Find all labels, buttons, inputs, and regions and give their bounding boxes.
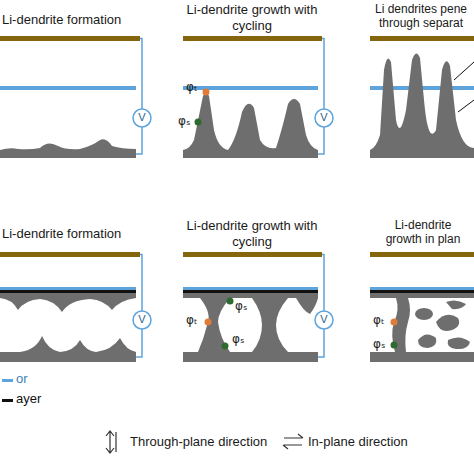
potential-label: φₜ	[186, 80, 197, 94]
interlayer	[183, 290, 318, 293]
voltmeter-label: V	[136, 313, 148, 326]
separator	[183, 287, 318, 290]
panel-title: Li-dendrite growth in plan	[375, 218, 471, 247]
lithium-anode	[183, 352, 318, 362]
circuit-wire	[136, 255, 142, 358]
legend-text: In-plane direction	[308, 434, 408, 450]
potential-label: φₛ	[235, 299, 247, 313]
cathode-bar	[370, 252, 474, 257]
in-plane-arrow	[283, 434, 303, 449]
lithium-dendrite	[370, 53, 474, 158]
circuit-wire	[318, 255, 324, 358]
separator	[370, 287, 474, 290]
potential-label: φₛ	[373, 337, 385, 351]
tip-potential-dot	[205, 319, 212, 326]
tip-potential-dot	[203, 89, 210, 96]
voltmeter-label: V	[136, 111, 148, 124]
potential-label: φₜ	[186, 313, 197, 327]
through-plane-arrow	[115, 432, 116, 452]
surface-potential-dot	[227, 298, 234, 305]
circuit-wire	[136, 39, 142, 155]
potential-label: φₛ	[232, 332, 244, 346]
potential-label: φₜ	[373, 313, 384, 327]
lithium-fragment	[448, 337, 470, 349]
voltmeter-label: V	[318, 111, 330, 124]
voltmeter-symbol	[315, 109, 333, 127]
through-plane-arrow	[106, 431, 114, 453]
panel-title: Li-dendrite formation	[2, 226, 121, 242]
legend-swatch	[2, 379, 13, 382]
interlayer	[0, 290, 136, 293]
voltmeter-symbol	[315, 311, 333, 329]
circuit-wire	[318, 39, 324, 155]
voltmeter-symbol	[133, 109, 151, 127]
lithium-dendrite	[183, 93, 318, 158]
lithium-pillar	[198, 298, 230, 352]
voltmeter-symbol	[133, 311, 151, 329]
panel-title: Li-dendrite growth with cycling	[182, 2, 322, 33]
separator	[0, 287, 136, 290]
lithium-anode	[0, 139, 136, 158]
lithium-dendrite	[296, 298, 318, 314]
panel-title: Li dendrites pene through separat	[371, 2, 471, 31]
legend-text: or	[16, 371, 28, 387]
separator	[0, 86, 136, 90]
leader-line	[458, 100, 474, 112]
legend-swatch	[2, 399, 13, 402]
cathode-bar	[183, 252, 322, 257]
cathode-bar	[183, 36, 322, 41]
panel-title: Li-dendrite growth with cycling	[182, 218, 322, 249]
surface-potential-dot	[195, 119, 202, 126]
legend-text: ayer	[16, 391, 41, 407]
surface-potential-dot	[391, 342, 398, 349]
legend-text: Through-plane direction	[130, 434, 267, 450]
lithium-pillar	[252, 298, 288, 352]
lithium-fragment	[446, 300, 466, 309]
lithium-anode	[0, 293, 136, 312]
voltmeter-label: V	[318, 313, 330, 326]
leader-line	[454, 62, 474, 80]
cathode-bar	[0, 252, 140, 257]
interlayer	[370, 290, 474, 293]
lithium-anode	[370, 352, 474, 362]
lithium-anode	[183, 293, 318, 298]
tip-potential-dot	[391, 319, 398, 326]
panel-title: Li-dendrite formation	[2, 12, 121, 28]
potential-label: φₛ	[178, 114, 190, 128]
cathode-bar	[370, 36, 474, 41]
separator	[183, 86, 318, 90]
lithium-anode	[370, 293, 474, 298]
lithium-fragment	[436, 315, 459, 331]
lithium-fragment	[415, 308, 433, 320]
surface-potential-dot	[222, 343, 229, 350]
lithium-anode	[0, 336, 136, 362]
lithium-fragment	[418, 334, 436, 348]
cathode-bar	[0, 36, 140, 41]
cathode-bar	[0, 36, 474, 257]
